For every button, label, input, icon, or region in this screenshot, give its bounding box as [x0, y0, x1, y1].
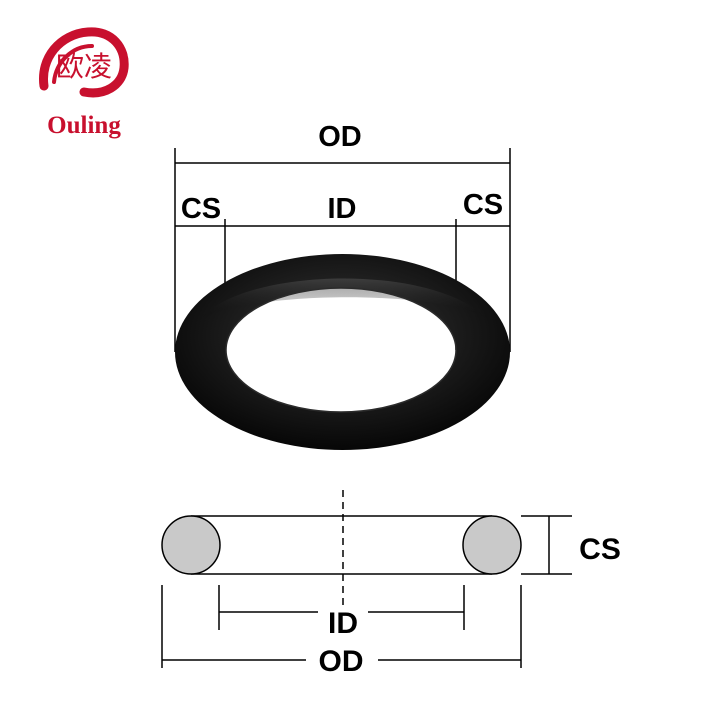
- o-ring-sheen: [200, 278, 486, 320]
- logo-brush-swoosh: [39, 27, 129, 98]
- top-od-label: OD: [318, 121, 362, 153]
- brand-name: Ouling: [47, 112, 121, 139]
- cross-section-view: [161, 490, 522, 608]
- section-cs-label: CS: [579, 533, 621, 566]
- top-cs-right-label: CS: [463, 189, 503, 221]
- logo-brush-swoosh-inner: [52, 44, 94, 84]
- o-ring-photo: [175, 254, 510, 451]
- top-od-dimension: [174, 148, 511, 352]
- o-ring-inner-edge: [225, 287, 457, 413]
- logo-glyphs: 欧凌: [56, 50, 112, 83]
- top-cs-left-label: CS: [181, 193, 221, 225]
- section-circle-right: [462, 515, 522, 575]
- top-id-label: ID: [328, 193, 357, 225]
- section-id-dimension: [218, 585, 465, 630]
- section-circle-left: [161, 515, 221, 575]
- section-cs-dimension: [521, 515, 572, 575]
- section-od-dimension: [161, 585, 522, 668]
- brand-logo: 欧凌 Ouling: [39, 27, 129, 139]
- section-id-label: ID: [328, 607, 358, 640]
- section-od-label: OD: [319, 645, 364, 678]
